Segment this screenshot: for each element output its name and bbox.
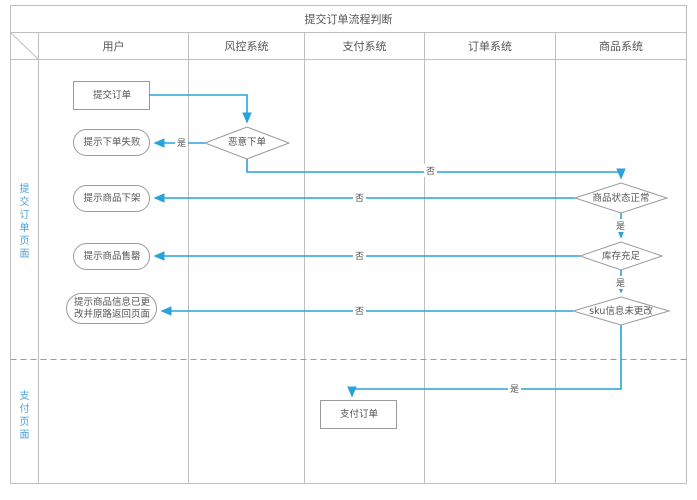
- shape-stock-enough: [578, 241, 664, 271]
- edge-sku-yes-to-pay: [347, 325, 622, 398]
- shape-tip-sku-changed: [66, 293, 157, 324]
- swimlane-label-payment-page: 支付页面: [19, 391, 30, 441]
- edge-label-goodsstatus-no: 否: [353, 191, 367, 204]
- shape-tip-order-fail: [73, 129, 150, 156]
- edge-submit-to-malicious: [149, 94, 252, 124]
- shape-tip-goods-offshelf: [73, 185, 150, 212]
- shape-pay-order: [320, 400, 397, 429]
- edge-label-stock-no: 否: [353, 249, 367, 262]
- shape-sku-unchanged: [571, 296, 671, 326]
- shape-submit-order: [73, 81, 150, 110]
- shape-malicious-order: [203, 126, 291, 160]
- grid-lines: [10, 5, 687, 484]
- swimlane-label-submit-page: 提交订单页面: [19, 184, 30, 260]
- edge-label-malicious-no: 否: [424, 164, 438, 177]
- edge-label-sku-no: 否: [353, 304, 367, 317]
- edge-label-stock-yes: 是: [614, 276, 628, 289]
- shape-tip-goods-soldout: [73, 243, 150, 270]
- node-shapes: [66, 81, 671, 429]
- shape-goods-status-ok: [573, 182, 669, 214]
- edge-label-malicious-yes: 是: [175, 136, 189, 149]
- edge-label-sku-yes: 是: [508, 382, 522, 395]
- edge-label-goodsstatus-yes: 是: [614, 219, 628, 232]
